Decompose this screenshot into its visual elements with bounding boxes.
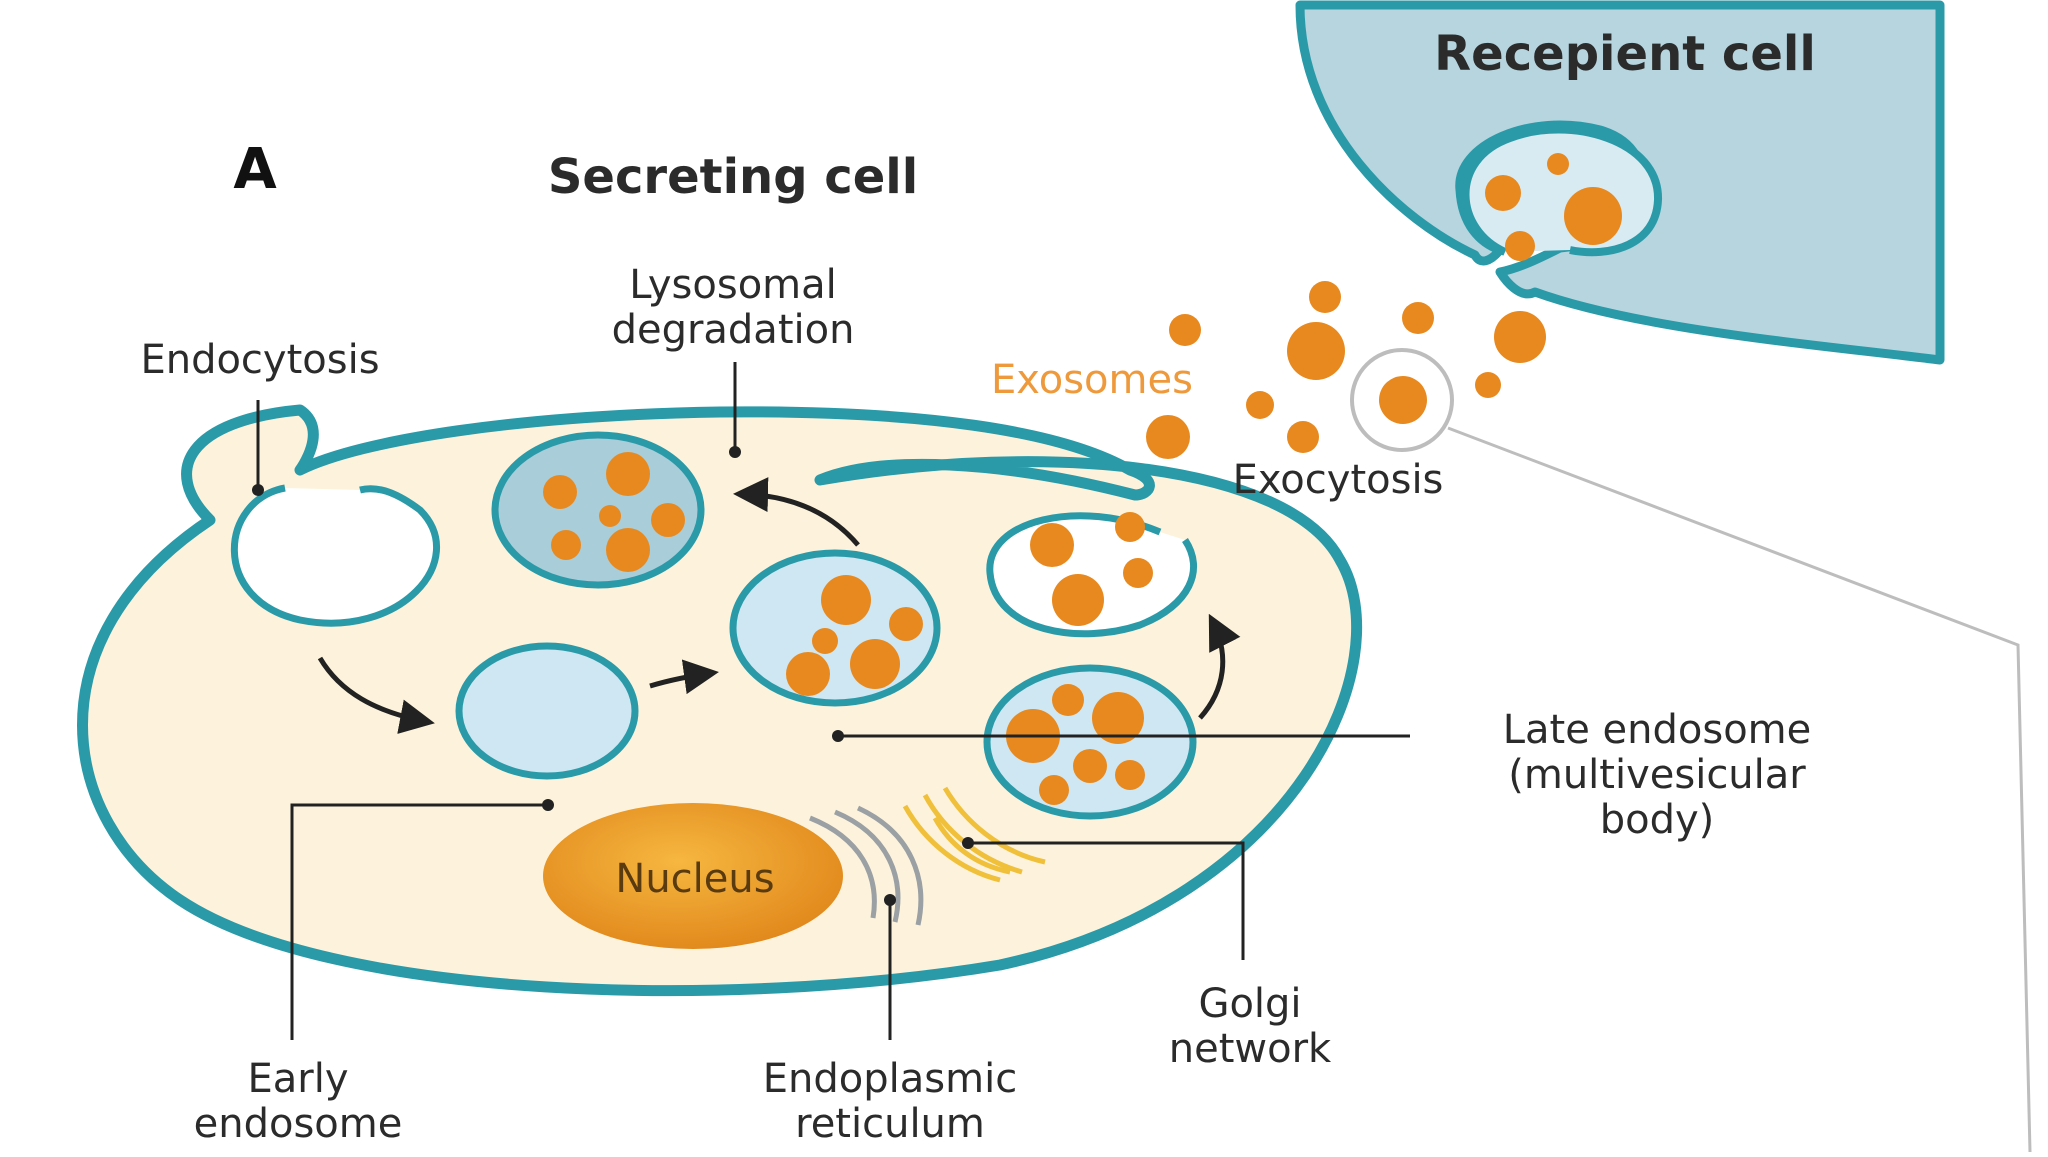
exosomes-label: Exosomes: [991, 357, 1193, 403]
golgi-label-1: Golgi: [1198, 981, 1301, 1027]
exocytosis-label: Exocytosis: [1233, 457, 1444, 503]
secreting-cell-title: Secreting cell: [548, 149, 918, 205]
leader-dots: [252, 446, 974, 906]
mvb-middle: [729, 549, 941, 707]
early-endosome-label-1: Early: [247, 1056, 348, 1102]
late-endosome: [983, 664, 1197, 820]
late-endosome-label-2: (multivesicular: [1508, 752, 1806, 798]
early-endosome: [455, 642, 639, 780]
endoplasmic-reticulum-shape: [809, 805, 924, 926]
lysosomal-label-2: degradation: [612, 307, 855, 353]
early-endosome-label-2: endosome: [194, 1101, 403, 1147]
golgi-label-2: network: [1169, 1026, 1332, 1072]
endocytosis-pit: [230, 484, 441, 627]
lysosome: [491, 431, 705, 589]
nucleus: Nucleus: [543, 803, 843, 949]
panel-letter: A: [233, 137, 277, 202]
recipient-cell: [1295, 0, 1945, 365]
nucleus-label: Nucleus: [615, 856, 774, 902]
free-exosomes: [1146, 281, 1546, 459]
lysosomal-label-1: Lysosomal: [629, 262, 837, 308]
endocytosis-label: Endocytosis: [140, 337, 379, 383]
late-endosome-label-1: Late endosome: [1503, 707, 1812, 753]
er-label-1: Endoplasmic: [763, 1056, 1017, 1102]
leader-lines: [256, 362, 1410, 1040]
fusing-mvb: [986, 512, 1197, 638]
pathway-arrows: [317, 477, 1241, 734]
highlighted-exosome: [1350, 348, 2032, 1153]
recipient-cell-title: Recepient cell: [1434, 26, 1816, 82]
late-endosome-label-3: body): [1600, 797, 1715, 843]
er-label-2: reticulum: [795, 1101, 985, 1147]
